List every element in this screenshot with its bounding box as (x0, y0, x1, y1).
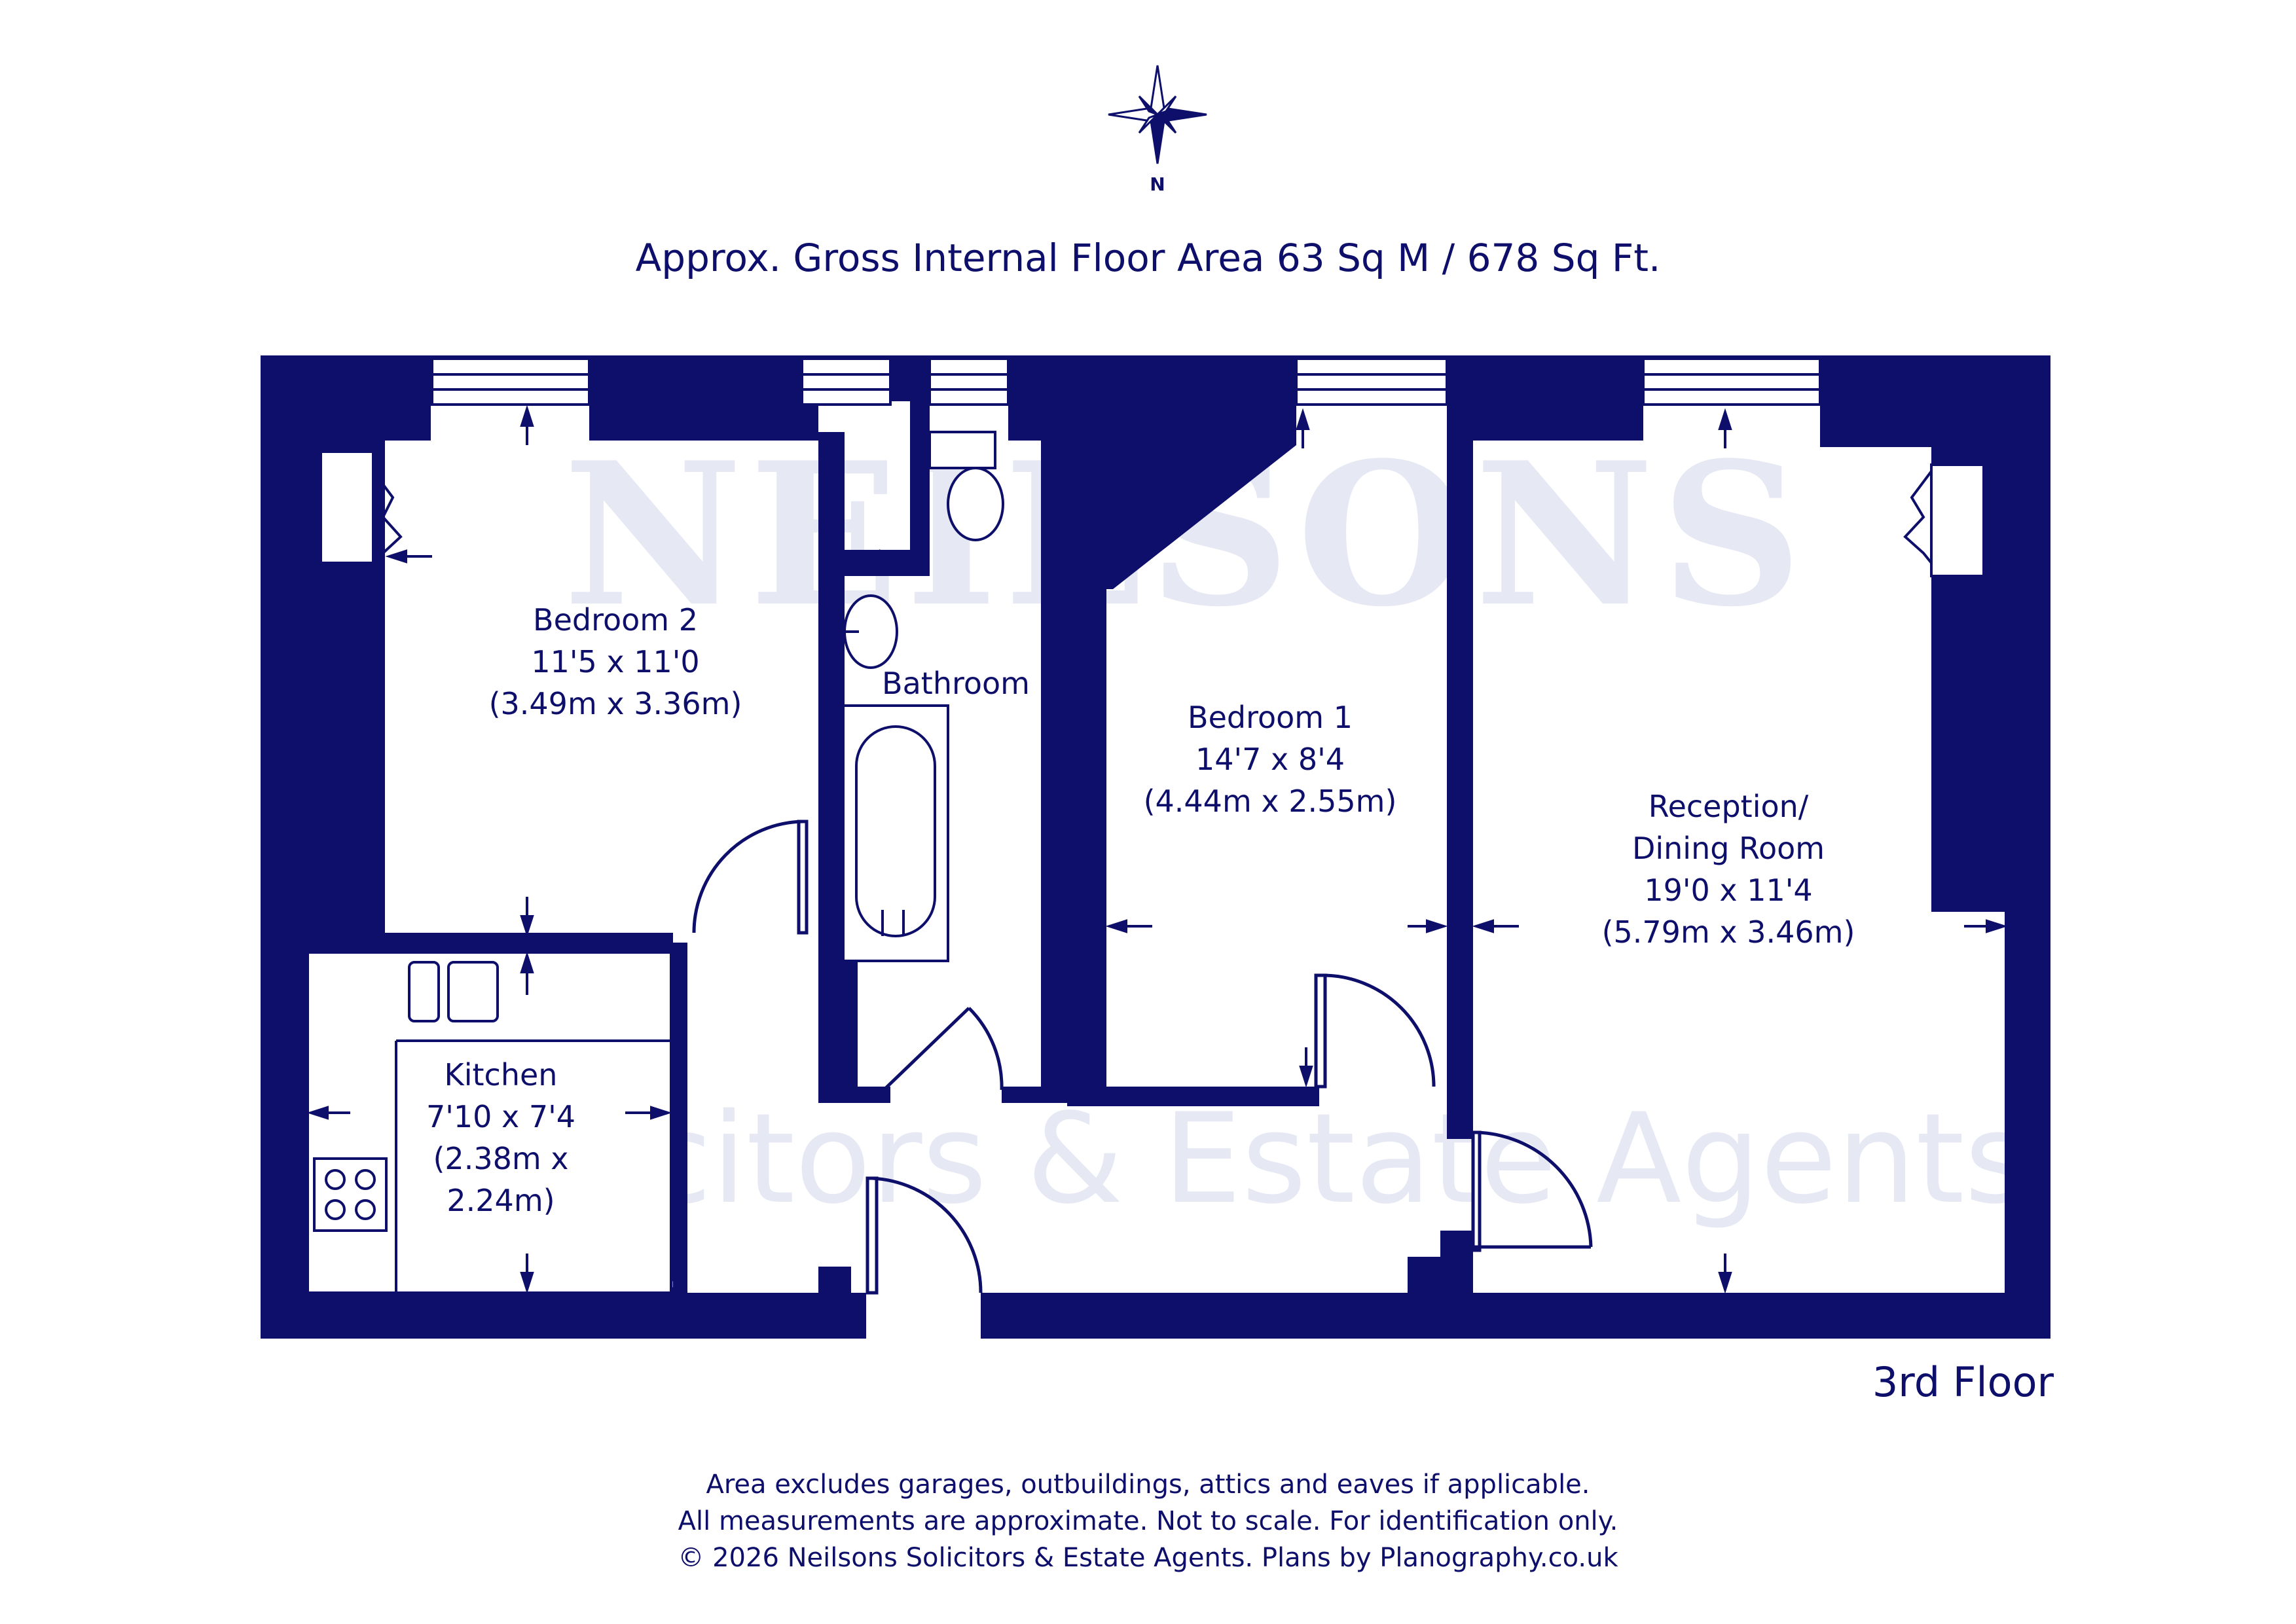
floor-area-title: Approx. Gross Internal Floor Area 63 Sq … (635, 236, 1661, 280)
room-name: Bedroom 1 (1188, 700, 1353, 735)
room-imperial: 7'10 x 7'4 (426, 1099, 576, 1134)
floor-label: 3rd Floor (1872, 1358, 2054, 1406)
room-imperial: 14'7 x 8'4 (1195, 742, 1345, 777)
fixtures (306, 431, 1933, 1294)
compass-icon (1108, 65, 1207, 164)
room-name-line1: Reception/ (1648, 789, 1809, 824)
room-imperial: 11'5 x 11'0 (531, 644, 700, 679)
room-metric: (5.79m x 3.46m) (1601, 914, 1855, 950)
disclaimer-line-3: © 2026 Neilsons Solicitors & Estate Agen… (678, 1543, 1618, 1573)
dimension-arrows (306, 405, 2008, 1294)
disclaimer: Area excludes garages, outbuildings, att… (0, 1466, 2296, 1576)
room-label-bedroom-2: Bedroom 2 11'5 x 11'0 (3.49m x 3.36m) (458, 599, 773, 725)
room-metric-line2: 2.24m) (446, 1183, 555, 1218)
windows (431, 357, 1821, 406)
walls (261, 355, 2050, 1339)
compass-north-label: N (1150, 173, 1165, 195)
room-metric: (4.44m x 2.55m) (1143, 784, 1397, 819)
disclaimer-line-1: Area excludes garages, outbuildings, att… (706, 1470, 1590, 1500)
room-imperial: 19'0 x 11'4 (1644, 873, 1813, 908)
disclaimer-line-2: All measurements are approximate. Not to… (678, 1506, 1618, 1536)
room-label-reception: Reception/ Dining Room 19'0 x 11'4 (5.79… (1558, 785, 1899, 953)
room-name-line2: Dining Room (1631, 831, 1825, 866)
room-name: Bedroom 2 (533, 602, 698, 638)
room-metric-line1: (2.38m x (433, 1141, 569, 1176)
room-label-bedroom-1: Bedroom 1 14'7 x 8'4 (4.44m x 2.55m) (1106, 696, 1434, 822)
room-metric: (3.49m x 3.36m) (488, 686, 742, 721)
room-label-bathroom: Bathroom (882, 666, 1030, 701)
room-label-kitchen: Kitchen 7'10 x 7'4 (2.38m x 2.24m) (403, 1054, 599, 1221)
room-name: Kitchen (444, 1057, 558, 1092)
